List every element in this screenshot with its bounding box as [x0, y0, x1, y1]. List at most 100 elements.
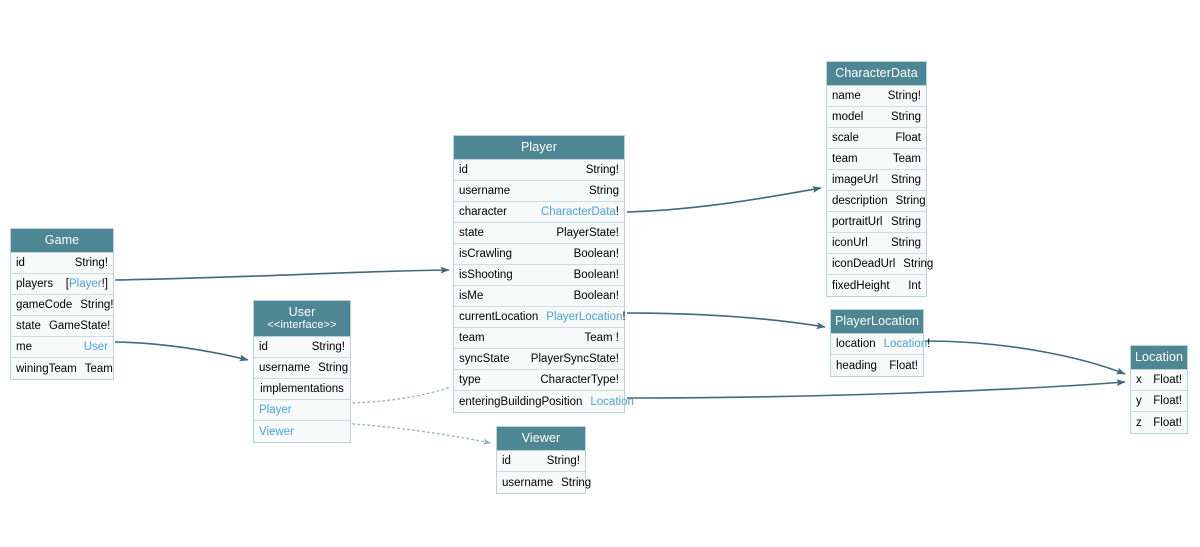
field-type: Float! — [1153, 395, 1182, 407]
field-name: description — [832, 195, 888, 207]
implementation-row[interactable]: Player — [254, 400, 350, 421]
field-row: isMe Boolean! — [454, 286, 624, 307]
entity-title: Player — [520, 140, 558, 154]
field-row: name String! — [827, 86, 926, 107]
edge-playerlocation-location-to-location — [924, 340, 1126, 375]
entity-header-user: User<<interface>> — [254, 301, 350, 337]
entity-stereotype: <<interface>> — [267, 319, 337, 331]
field-type[interactable]: User — [76, 341, 108, 353]
field-type: String! — [74, 257, 108, 269]
field-name: y — [1136, 395, 1142, 407]
field-type: String! — [311, 341, 345, 353]
implementation-row[interactable]: Viewer — [254, 421, 350, 442]
field-row: state PlayerState! — [454, 223, 624, 244]
field-type: Team — [892, 153, 921, 165]
field-type: String — [561, 476, 592, 489]
field-type-link[interactable]: CharacterData — [541, 206, 616, 218]
field-type: Boolean! — [573, 248, 619, 260]
field-type: String — [895, 195, 926, 207]
field-name: portraitUrl — [832, 216, 883, 228]
field-row: username String — [254, 358, 350, 379]
field-name: state — [459, 227, 484, 239]
entity-header-playerlocation: PlayerLocation — [831, 310, 923, 334]
entity-title: CharacterData — [835, 66, 918, 80]
field-type: CharacterType! — [540, 374, 619, 386]
field-type-link[interactable]: PlayerLocation — [546, 311, 623, 323]
field-name: username — [459, 185, 511, 197]
field-type-link[interactable]: Location — [590, 395, 634, 408]
field-name: name — [832, 90, 861, 102]
field-type: Int — [908, 279, 921, 292]
field-type-link[interactable]: Player — [69, 278, 102, 290]
edge-user-player-implementation — [352, 386, 452, 404]
entity-header-characterdata: CharacterData — [827, 62, 926, 86]
field-row: iconDeadUrl String — [827, 254, 933, 275]
field-type[interactable]: PlayerLocation! — [546, 311, 626, 323]
field-type: String! — [80, 299, 114, 311]
field-type-link[interactable]: User — [83, 341, 108, 353]
field-type: String — [903, 258, 934, 270]
edge-player-character-to-characterdata — [626, 186, 822, 213]
field-type[interactable]: Location! — [883, 338, 931, 350]
field-type[interactable]: CharacterData! — [541, 206, 619, 218]
field-row: implementations — [254, 379, 350, 400]
field-type: String — [318, 362, 349, 374]
field-type: PlayerState! — [556, 227, 619, 239]
field-type: String — [890, 237, 921, 249]
entity-title: Viewer — [521, 431, 561, 445]
field-name: players — [16, 278, 54, 290]
edge-game-me-to-user — [114, 341, 249, 362]
field-type[interactable]: [Player!] — [65, 278, 108, 290]
field-name: isCrawling — [459, 248, 513, 260]
field-type: Float! — [1153, 374, 1182, 386]
field-type: Boolean! — [573, 290, 619, 302]
field-type: String! — [887, 90, 921, 102]
field-name: syncState — [459, 353, 510, 365]
entity-header-player: Player — [454, 136, 624, 160]
field-type: String — [890, 111, 921, 123]
field-type: String — [588, 185, 619, 197]
field-name: scale — [832, 132, 859, 144]
field-name: iconDeadUrl — [832, 258, 896, 270]
implementation-name: Viewer — [259, 425, 294, 438]
field-name: z — [1136, 416, 1142, 429]
field-row: gameCode String! — [11, 295, 114, 316]
field-row: portraitUrl String — [827, 212, 926, 233]
field-type: GameState! — [48, 320, 111, 332]
field-name: me — [16, 341, 32, 353]
field-type-link[interactable]: Location — [883, 338, 928, 350]
field-row: description String — [827, 191, 926, 212]
field-type: Boolean! — [573, 269, 619, 281]
field-name: team — [459, 332, 485, 344]
field-type[interactable]: Location — [582, 396, 633, 408]
field-name: iconUrl — [832, 237, 868, 249]
edge-game-players-to-player — [114, 266, 450, 281]
field-type: String — [890, 216, 921, 228]
field-name: gameCode — [16, 299, 73, 311]
implementation-name: Player — [259, 404, 292, 416]
field-name: username — [259, 362, 311, 374]
field-name: isMe — [459, 290, 484, 302]
field-name: location — [836, 338, 876, 350]
